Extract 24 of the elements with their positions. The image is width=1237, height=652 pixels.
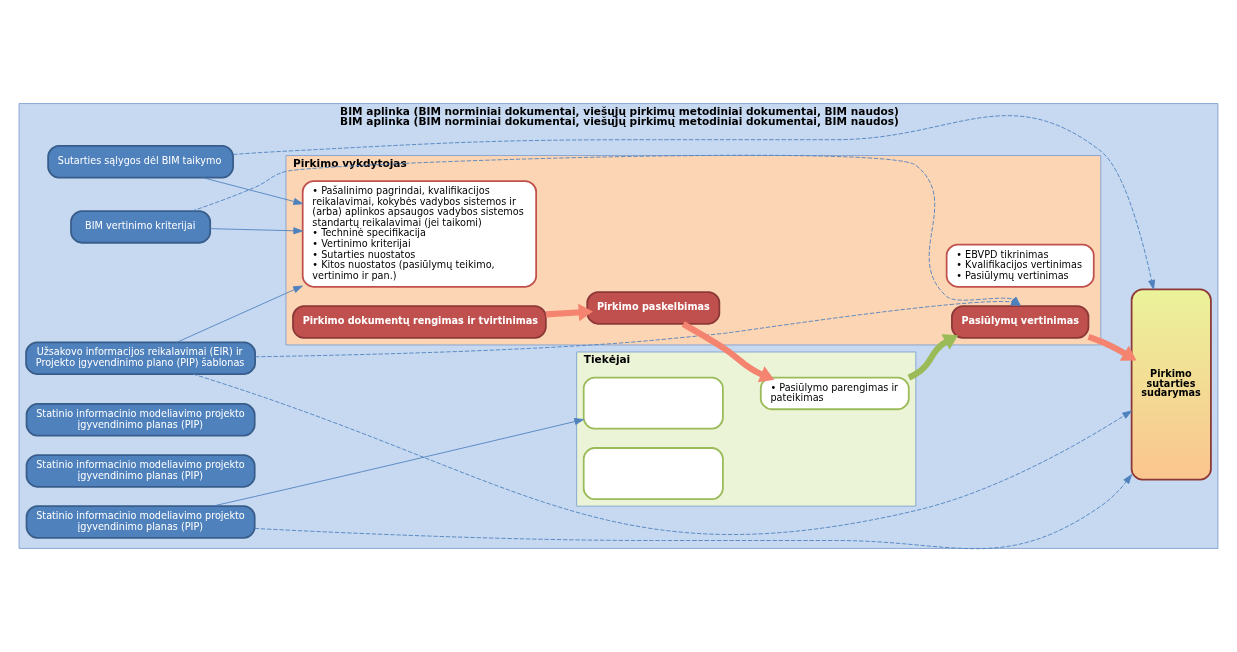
arrow — [209, 227, 303, 235]
arrow — [254, 474, 1132, 550]
arrow — [1087, 333, 1137, 361]
arrow — [681, 321, 775, 383]
node-box — [582, 376, 724, 430]
node-box — [582, 447, 724, 500]
node-box: Sutarties sąlygos dėl BIM taikymo — [47, 144, 234, 179]
arrow — [176, 285, 303, 343]
node-box: Statinio informacinio modeliavimo projekto įgyvendinimo planas (PIP) — [25, 505, 256, 539]
arrow — [202, 177, 304, 205]
node-box: Statinio informacinio modeliavimo projekto įgyvendinimo planas (PIP) — [25, 454, 256, 488]
arrow — [907, 334, 959, 381]
node-box: Pirkimo sutarties sudarymas — [1130, 288, 1212, 481]
node-box: BIM vertinimo kriterijai — [70, 210, 212, 244]
node-box: • Pasiūlymo parengimas ir pateikimas — [759, 376, 910, 411]
arrow — [212, 418, 584, 507]
node-box: Pirkimo dokumentų rengimas ir tvirtinimas — [292, 305, 547, 339]
node-box: Statinio informacinio modeliavimo projekto įgyvendinimo planas (PIP) — [25, 403, 256, 437]
node-box: Pirkimo paskelbimas — [586, 291, 721, 325]
node-box: Užsakovo informacijos reikalavimai (EIR) ir Projekto įgyvendinimo plano (PIP) šablonas — [25, 341, 256, 375]
node-box: • EBVPD tikrinimas • Kvalifikacijos vertinimas • Pasiūlymų vertinimas — [945, 243, 1095, 288]
node-box: • Pašalinimo pagrindai, kvalifikacijos reikalavimai, kokybės vadybos sistemos ir (arba) aplinkos apsaugos vadybos sistemos standartų reikalavimai (jei taikomi) • Techninė specifikacija • Vertinimo kriterijai • Sutarties nuostatos • Kitos nuostatos (pasiūlymų teikimo, vertinimo ir pan.) — [301, 180, 537, 288]
arrow — [545, 303, 593, 322]
node-box: Pasiūlymų vertinimas — [951, 305, 1090, 339]
